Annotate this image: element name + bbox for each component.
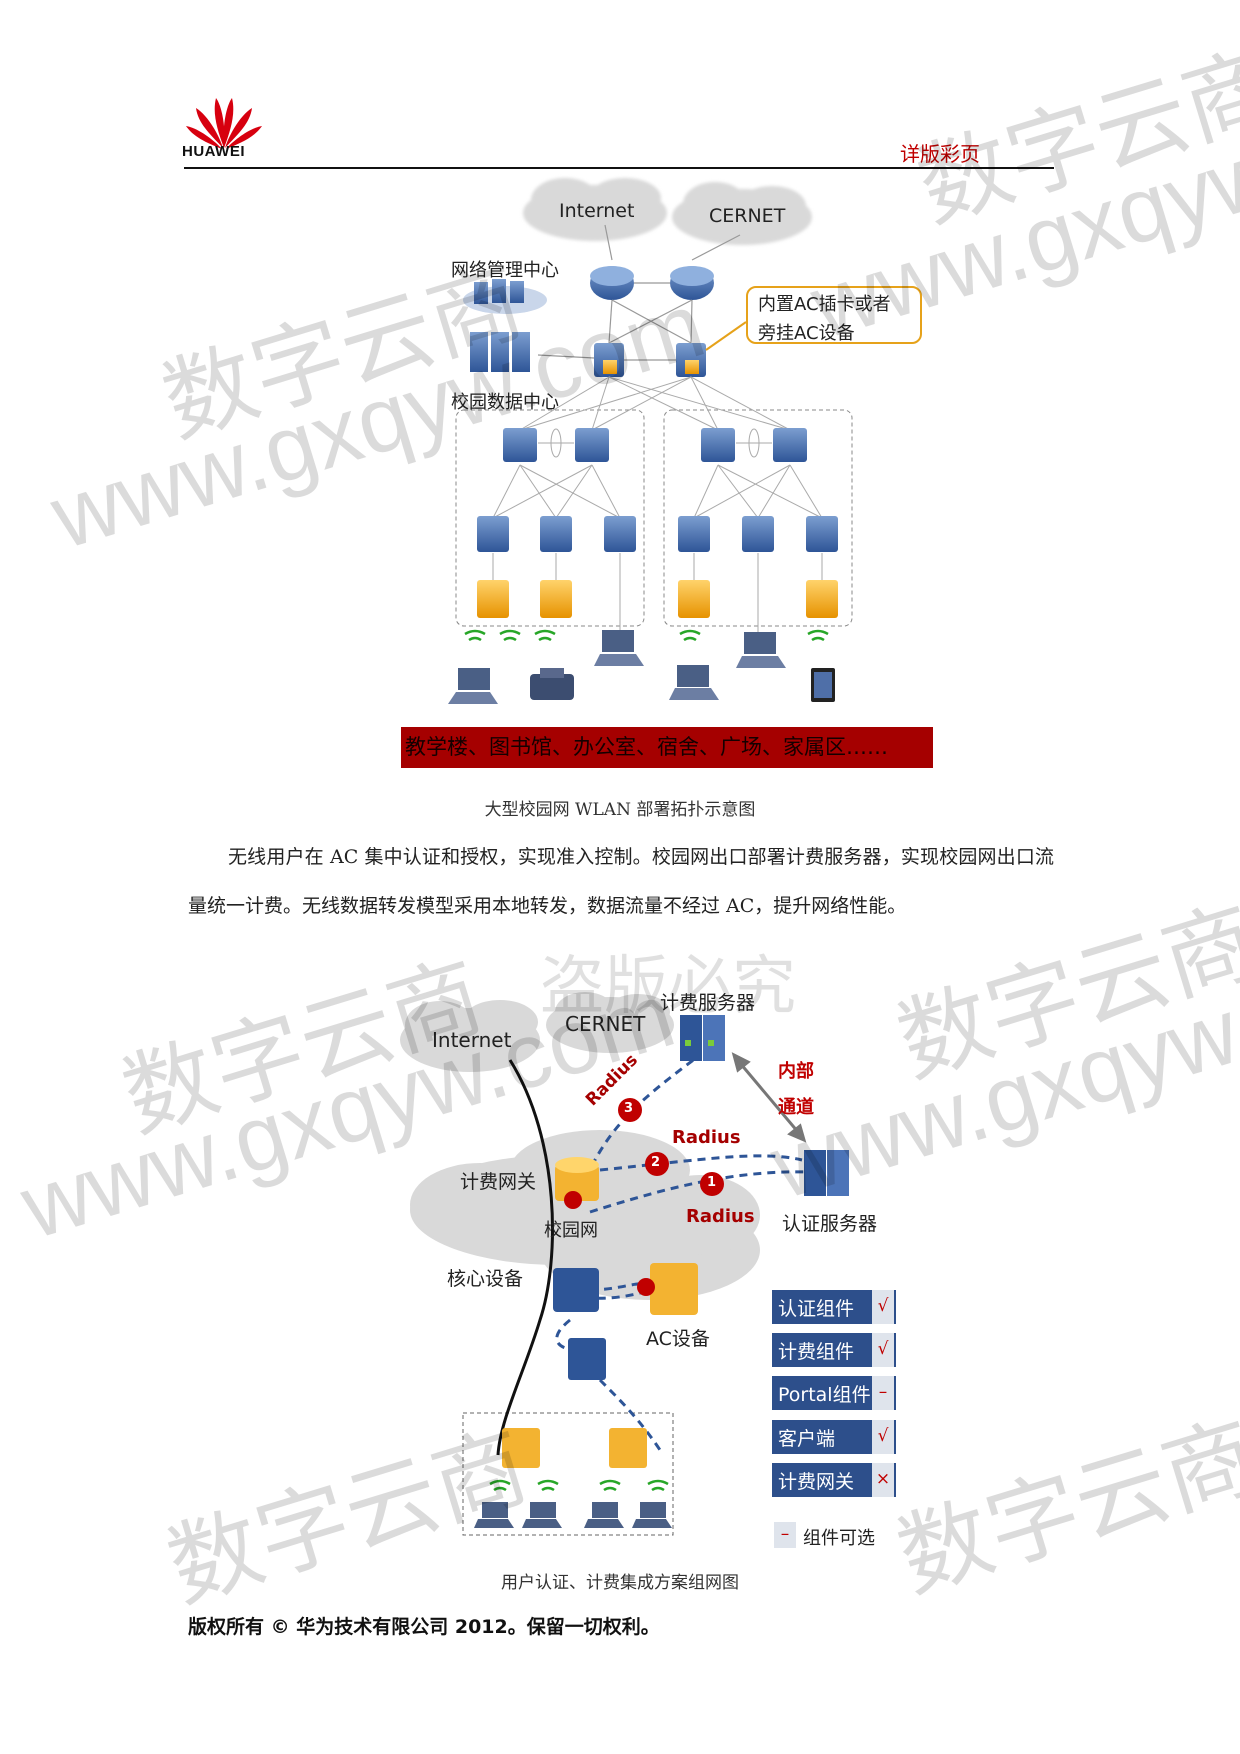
network-management-icon (463, 279, 547, 314)
access-point-icon (806, 580, 838, 618)
aggregation-switch-icon (503, 428, 537, 462)
internal-channel-label-1: 内部 (778, 1061, 814, 1082)
ac-device-label: AC设备 (646, 1328, 710, 1350)
legend-optional-mark: – (774, 1522, 796, 1548)
nmc-label: 网络管理中心 (451, 260, 559, 281)
router-icon (670, 266, 714, 300)
billing-server-label: 计费服务器 (660, 992, 756, 1014)
ac-device-icon (650, 1263, 698, 1315)
internet-label-2: Internet (432, 1028, 512, 1052)
cernet-cloud (672, 182, 812, 245)
access-switch-icon (568, 1338, 606, 1380)
access-switch-icon (604, 516, 636, 552)
access-point-icon (540, 580, 572, 618)
body-paragraph: 无线用户在 AC 集中认证和授权，实现准入控制。校园网出口部署计费服务器，实现校… (188, 846, 1054, 917)
step-2: 2 (651, 1155, 661, 1170)
aggregation-switch-icon (575, 428, 609, 462)
phone-icon (530, 668, 574, 700)
internal-channel-label-2: 通道 (778, 1097, 814, 1118)
core-switch-icon (553, 1268, 599, 1312)
billing-gateway-icon (555, 1157, 599, 1201)
auth-server-icon (804, 1150, 849, 1196)
laptop-icon (448, 668, 498, 704)
internal-channel-arrow (731, 1052, 807, 1143)
legend-auth-mark: √ (872, 1290, 894, 1324)
aggregation-switch-icon (701, 428, 735, 462)
tablet-icon (811, 668, 835, 702)
access-point-icon (477, 580, 509, 618)
huawei-logo (186, 98, 262, 149)
internet-cloud (523, 178, 667, 241)
access-point-icon (502, 1428, 540, 1468)
ac-callout: 内置AC插卡或者 旁挂AC设备 (746, 286, 922, 344)
router-icon (590, 266, 634, 300)
auth-server-label: 认证服务器 (782, 1213, 878, 1235)
laptop-icon (474, 1502, 672, 1528)
internet-cloud-2 (400, 1000, 540, 1072)
auth-billing-diagram (400, 992, 849, 1536)
radius-label-2: Radius (672, 1127, 741, 1148)
callout-line-2: 旁挂AC设备 (758, 323, 855, 344)
access-switch-icon (477, 516, 509, 552)
wifi-signal-icon (489, 1479, 669, 1492)
legend-optional-label: 组件可选 (803, 1528, 875, 1549)
access-switch-icon (678, 516, 710, 552)
cernet-label: CERNET (709, 205, 786, 227)
header-tag: 详版彩页 (900, 142, 980, 166)
cernet-label-2: CERNET (565, 1012, 646, 1036)
access-point-icon (609, 1428, 647, 1468)
billing-gateway-label: 计费网关 (460, 1171, 537, 1193)
access-switch-icon (806, 516, 838, 552)
laptop-icon (669, 665, 719, 700)
data-center-server-icon (470, 332, 530, 372)
access-point-icon (678, 580, 710, 618)
wifi-signal-icon (464, 629, 829, 642)
diagram1-caption: 大型校园网 WLAN 部署拓扑示意图 (484, 800, 756, 820)
legend-client-mark: √ (872, 1420, 894, 1454)
cernet-cloud-2 (546, 992, 674, 1053)
core-device-label: 核心设备 (447, 1268, 524, 1290)
core-switch-icon (676, 343, 706, 377)
legend-billing-gateway-mark: × (872, 1463, 894, 1497)
data-center-label: 校园数据中心 (451, 392, 559, 413)
step-3: 3 (624, 1101, 634, 1116)
coverage-banner: 教学楼、图书馆、办公室、宿舍、广场、家属区…… (401, 727, 933, 768)
legend-portal-mark: – (872, 1376, 894, 1410)
access-switch-icon (540, 516, 572, 552)
campus-network-label: 校园网 (544, 1220, 598, 1241)
billing-server-icon (680, 1015, 725, 1061)
brand-name: HUAWEI (182, 143, 245, 160)
laptop-icon (594, 630, 644, 666)
diagram2-caption: 用户认证、计费集成方案组网图 (501, 1573, 739, 1593)
campus-network-cloud (410, 1130, 760, 1300)
callout-line-1: 内置AC插卡或者 (758, 294, 891, 315)
aggregation-switch-icon (773, 428, 807, 462)
copyright-footer: 版权所有 © 华为技术有限公司 2012。保留一切权利。 (188, 1616, 660, 1638)
legend-billing-mark: √ (872, 1333, 894, 1367)
laptop-icon (736, 632, 786, 668)
header-divider (184, 167, 1054, 169)
internet-label: Internet (559, 200, 635, 222)
access-switch-icon (742, 516, 774, 552)
radius-label-1: Radius (686, 1206, 755, 1227)
legend-auth-component: 认证组件 (772, 1290, 896, 1324)
campus-wlan-topology-diagram (448, 178, 853, 704)
step-1: 1 (707, 1175, 717, 1190)
core-switch-icon (594, 343, 624, 377)
